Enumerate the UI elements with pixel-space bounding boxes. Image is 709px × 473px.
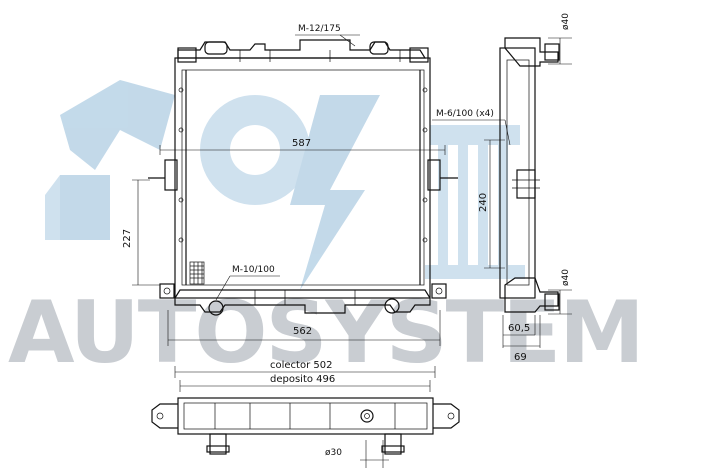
side-view: ø40 ø40 M-6/100 (x4) 240 60,5 69 <box>432 13 572 363</box>
height-dimension-label: 227 <box>122 229 133 248</box>
top-pipe-diameter-label: ø40 <box>561 13 571 30</box>
bottom-fitting-label: M-10/100 <box>232 265 275 275</box>
width-dimension-label: 587 <box>292 138 311 149</box>
side-height-label: 240 <box>478 193 489 212</box>
collector-label: colector 502 <box>270 360 332 371</box>
depth-label-1: 60,5 <box>508 323 530 334</box>
front-view: M-12/175 587 227 M-10/100 562 <box>122 24 458 346</box>
top-fitting-label: M-12/175 <box>298 24 341 34</box>
pipe-diameter-label: ø30 <box>325 448 342 458</box>
core-mesh-sample <box>189 261 205 285</box>
bottom-pipe-diameter-label: ø40 <box>561 269 571 286</box>
tank-label: deposito 496 <box>270 374 335 385</box>
depth-label-2: 69 <box>514 352 527 363</box>
watermark-brand: AUTOSYSTEM <box>8 283 643 383</box>
bottom-view: colector 502 deposito 496 ø30 <box>151 360 460 468</box>
bolt-label: M-6/100 (x4) <box>436 109 494 119</box>
core-width-label: 562 <box>293 326 312 337</box>
